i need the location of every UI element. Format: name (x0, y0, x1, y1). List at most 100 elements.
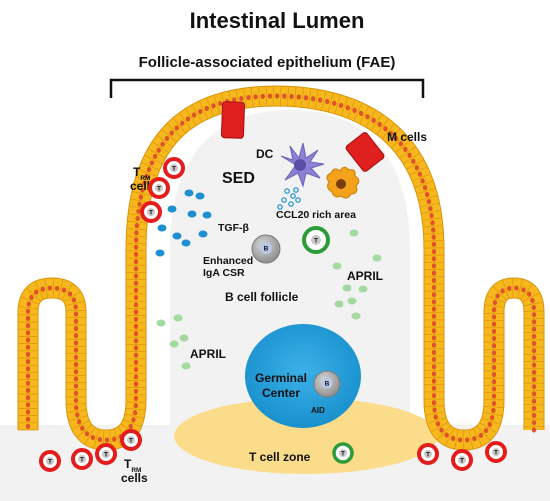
trm-cell-icon: T (163, 157, 185, 179)
epithelial-nucleus (345, 105, 351, 111)
epithelial-cell-border (26, 287, 41, 302)
epithelial-cell-border (61, 283, 73, 300)
epithelial-nucleus (61, 287, 67, 293)
epithelial-cell-border (359, 106, 370, 124)
epithelial-nucleus (417, 171, 423, 177)
epithelial-nucleus (531, 312, 537, 318)
m-cell (345, 132, 385, 172)
epithelial-cell-border (93, 429, 100, 449)
epithelial-nucleus (491, 407, 496, 414)
epithelial-cell-border (386, 128, 401, 143)
epithelial-nucleus (439, 427, 444, 433)
epithelial-nucleus (422, 185, 428, 191)
trm-cell-icon: T (39, 450, 61, 472)
epithelial-cell-border (206, 98, 214, 116)
epithelial-nucleus (80, 425, 85, 431)
epithelial-cell-border (414, 180, 433, 188)
epithelial-cell-border (522, 292, 540, 302)
epithelial-nucleus (450, 435, 456, 441)
epithelial-nucleus (198, 108, 203, 115)
svg-text:B: B (264, 246, 269, 253)
svg-text:T: T (341, 451, 345, 458)
epithelial-cell-border (127, 220, 147, 224)
epithelial-nucleus (133, 359, 139, 365)
epithelial-nucleus (25, 416, 31, 422)
b-cell-follicle-label: B cell follicle (225, 290, 299, 304)
epithelial-nucleus (491, 307, 497, 313)
germinal-center-label-2: Center (262, 386, 300, 400)
diagram-title: Intestinal Lumen (190, 8, 365, 33)
svg-text:T: T (426, 451, 430, 458)
epithelial-cell-border (35, 281, 44, 300)
enhanced-iga-label-1: Enhanced (203, 255, 253, 267)
svg-text:T: T (460, 457, 464, 464)
epithelial-nucleus (431, 328, 437, 334)
epithelial-nucleus (146, 166, 152, 173)
epithelial-cell-border (523, 301, 543, 306)
epithelial-cell-border (481, 417, 501, 425)
epithelial-cell-border (431, 421, 448, 433)
epithelial-cell-border (427, 417, 446, 424)
epithelial-cell-border (420, 202, 440, 208)
epithelial-nucleus (133, 388, 139, 394)
epithelial-nucleus (303, 95, 309, 101)
epithelial-nucleus (73, 304, 78, 310)
epithelial-nucleus (444, 432, 449, 438)
epithelial-cell-border (423, 232, 443, 235)
epithelial-nucleus (457, 437, 463, 443)
epithelial-nucleus (25, 423, 31, 429)
tgf-beta-label: TGF-β (218, 222, 249, 234)
epithelial-nucleus (246, 94, 251, 101)
april-dots (156, 229, 382, 370)
epithelial-cell-border (144, 155, 163, 165)
svg-text:T: T (48, 458, 52, 465)
epithelial-nucleus (133, 323, 139, 329)
epithelial-nucleus (133, 237, 139, 243)
epithelial-nucleus (232, 97, 237, 103)
epithelial-cell-border (52, 278, 55, 298)
m-cells-label: M cells (387, 130, 427, 144)
epithelial-nucleus (133, 287, 139, 293)
epithelial-nucleus (25, 373, 31, 379)
epithelial-nucleus (338, 102, 344, 108)
m-cell (220, 101, 246, 139)
epithelial-nucleus (239, 95, 244, 102)
trm-cell-icon: T (148, 177, 170, 199)
epithelial-cell-border (84, 427, 96, 445)
epithelial-nucleus (34, 289, 39, 295)
epithelial-nucleus (317, 97, 323, 103)
epithelial-cell-border (66, 309, 86, 312)
epithelial-nucleus (140, 187, 145, 193)
trm-cell-icon: T (140, 201, 162, 223)
epithelial-nucleus (531, 348, 537, 354)
epithelial-nucleus (489, 415, 495, 421)
svg-text:T: T (157, 185, 161, 192)
epithelial-nucleus (491, 328, 497, 334)
epithelial-nucleus (25, 380, 31, 386)
epithelial-cell-border (127, 228, 147, 231)
epithelial-nucleus (275, 93, 280, 99)
epithelial-nucleus (365, 114, 370, 120)
epithelial-cell-border (307, 88, 312, 108)
epithelial-cell-border (425, 411, 445, 416)
epithelial-nucleus (133, 395, 139, 401)
epithelial-nucleus (73, 390, 79, 396)
epithelial-nucleus (431, 364, 437, 370)
epithelial-nucleus (142, 180, 147, 186)
epithelial-cell-border (44, 278, 48, 298)
epithelial-nucleus (133, 330, 139, 337)
epithelial-nucleus (431, 378, 437, 384)
epithelial-nucleus (431, 320, 437, 327)
trm-cell-icon: T (485, 441, 507, 463)
epithelial-cell-border (445, 428, 455, 446)
epithelial-nucleus (25, 344, 31, 350)
epithelial-nucleus (25, 323, 31, 329)
epithelial-nucleus (507, 285, 512, 291)
epithelial-cell-border (484, 405, 504, 408)
epithelial-nucleus (310, 96, 316, 102)
epithelial-nucleus (491, 379, 497, 385)
epithelial-nucleus (111, 436, 117, 442)
svg-text:T: T (494, 449, 498, 456)
epithelial-nucleus (324, 98, 330, 105)
